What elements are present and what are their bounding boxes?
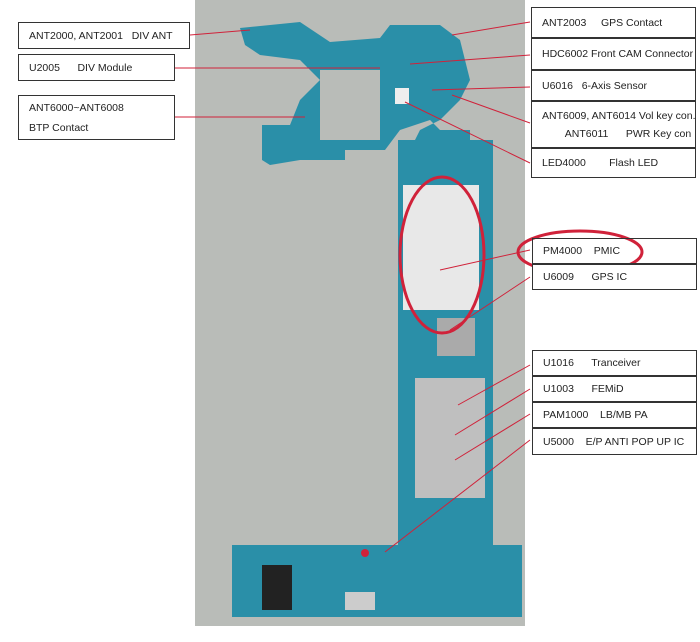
- label-text: U1003 FEMiD: [543, 383, 624, 395]
- label-gps-contact: ANT2003 GPS Contact: [531, 7, 696, 38]
- label-text: ANT6011 PWR Key con: [542, 127, 692, 140]
- pmic-shield: [403, 185, 479, 310]
- label-text: ANT6009, ANT6014 Vol key con.: [542, 109, 696, 122]
- label-tranceiver: U1016 Tranceiver: [532, 350, 697, 376]
- label-text: U5000 E/P ANTI POP UP IC: [543, 435, 685, 448]
- headphone-jack: [262, 565, 292, 610]
- usb-port: [345, 592, 375, 610]
- gps-ic-shield: [437, 318, 475, 356]
- label-front-cam-connector: HDC6002 Front CAM Connector: [531, 38, 696, 70]
- label-text: ANT2000, ANT2001 DIV ANT: [29, 29, 173, 42]
- label-text: U6016 6-Axis Sensor: [542, 79, 648, 92]
- label-femid: U1003 FEMiD: [532, 376, 697, 402]
- label-text: U2005 DIV Module: [29, 61, 133, 74]
- label-text: U6009 GPS IC: [543, 271, 628, 283]
- pmic-highlight-ellipse: [398, 175, 486, 335]
- label-text: BTP Contact: [29, 121, 89, 134]
- label-lb-mb-pa: PAM1000 LB/MB PA: [532, 402, 697, 428]
- label-div-module: U2005 DIV Module: [18, 54, 175, 81]
- label-text: LED4000 Flash LED: [542, 157, 659, 169]
- label-pmic: PM4000 PMIC: [532, 238, 697, 264]
- label-six-axis-sensor: U6016 6-Axis Sensor: [531, 70, 696, 101]
- label-gps-ic: U6009 GPS IC: [532, 264, 697, 290]
- label-key-con: ANT6009, ANT6014 Vol key con. ANT6011 PW…: [531, 101, 696, 148]
- label-anti-pop-up-ic: U5000 E/P ANTI POP UP IC: [532, 428, 697, 455]
- label-div-ant: ANT2000, ANT2001 DIV ANT: [18, 22, 190, 49]
- label-text: HDC6002 Front CAM Connector: [542, 48, 694, 60]
- label-text: ANT2003 GPS Contact: [542, 16, 663, 29]
- label-flash-led: LED4000 Flash LED: [531, 148, 696, 178]
- label-text: U1016 Tranceiver: [543, 357, 641, 369]
- label-text: PM4000 PMIC: [543, 245, 621, 257]
- rf-shield: [415, 378, 485, 498]
- label-text: ANT6000~ANT6008: [29, 101, 124, 114]
- label-text: PAM1000 LB/MB PA: [543, 409, 648, 421]
